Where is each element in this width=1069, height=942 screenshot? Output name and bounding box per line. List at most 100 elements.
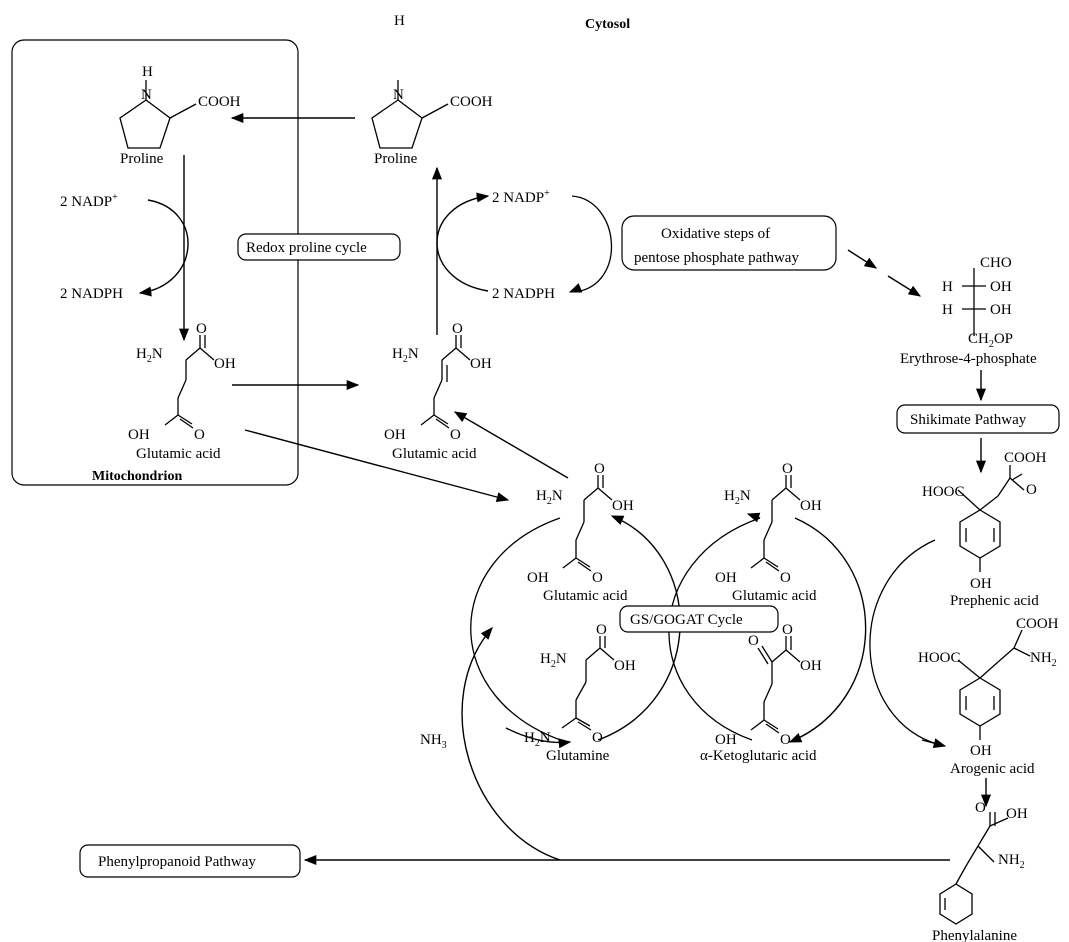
arrow-gs-to-glu-cyto [453, 411, 569, 479]
glu-mito-h2n: H2N [136, 346, 163, 365]
phenylpropanoid-label: Phenylpropanoid Pathway [98, 854, 256, 870]
shikimate-box [896, 404, 1060, 434]
cytosol-title: Cytosol [585, 17, 630, 32]
glutamine-o2: O [592, 730, 603, 746]
shikimate-label: Shikimate Pathway [910, 412, 1027, 428]
nadph-cyto: 2 NADPH [492, 286, 555, 302]
proline-cyto-structure [371, 80, 449, 149]
arrow-mito-nadp-cycle [138, 199, 189, 297]
phenylalanine-label: Phenylalanine [932, 928, 1017, 942]
prephenic-oh: OH [970, 576, 992, 592]
arrow-dash-2 [887, 275, 922, 297]
nadp-mito: 2 NADP+ [60, 192, 118, 210]
glu-gs1-o: O [594, 461, 605, 477]
phenylalanine-nh2: NH2 [998, 852, 1025, 871]
keto-structure [750, 636, 801, 734]
glutamine-o: O [596, 622, 607, 638]
glu-cyto-structure [420, 335, 471, 429]
redox-cycle-box [237, 233, 401, 261]
gs-circle-left [470, 517, 567, 743]
arrow-cyto-nadp-cycle [436, 192, 490, 292]
proline-cyto-label: Proline [374, 151, 418, 167]
keto-o-ketone: O [748, 633, 759, 649]
erythrose-h1: H [942, 279, 953, 295]
glu-gs2-oh2: OH [715, 570, 737, 586]
glu-gs2-oh: OH [800, 498, 822, 514]
erythrose-structure [962, 268, 986, 336]
gs-gogat-label: GS/GOGAT Cycle [630, 612, 743, 628]
phenylpropanoid-box [79, 844, 301, 878]
arogenic-cooh: COOH [1016, 616, 1059, 632]
proline-mito-n: N [141, 87, 152, 103]
glu-mito-oh: OH [214, 356, 236, 372]
glu-gs1-oh: OH [612, 498, 634, 514]
glu-gs1-structure [562, 475, 613, 572]
phenylalanine-structure [939, 812, 1009, 925]
arrow-gogat-to-keto [788, 517, 867, 743]
erythrose-oh1: OH [990, 279, 1012, 295]
glutamine-h2n: H2N [540, 651, 567, 670]
erythrose-ch2op: CH2OP [968, 331, 1013, 350]
arrow-gs-to-glutamine [505, 727, 572, 749]
arrow-glu-mito-to-gs [244, 429, 510, 502]
proline-mito-cooh: COOH [198, 94, 241, 110]
prephenic-structure [957, 465, 1025, 572]
glu-cyto-o2: O [450, 427, 461, 443]
phenylalanine-o: O [975, 800, 986, 816]
keto-o2: O [780, 732, 791, 748]
arrow-nh3-to-gs [461, 627, 561, 861]
arogenic-hooc: HOOC [918, 650, 961, 666]
glu-mito-o: O [196, 321, 207, 337]
arogenic-nh2: NH2 [1030, 650, 1057, 669]
erythrose-label: Erythrose-4-phosphate [900, 351, 1037, 367]
gs-gogat-box [619, 605, 779, 633]
glu-gs1-o2: O [592, 570, 603, 586]
proline-cyto-cooh: COOH [450, 94, 493, 110]
cyto-nadp-curve [571, 195, 613, 293]
glu-cyto-oh: OH [470, 356, 492, 372]
glu-mito-structure [164, 335, 215, 429]
prephenic-hooc: HOOC [922, 484, 965, 500]
glutamine-structure [561, 636, 615, 731]
prephenic-cooh: COOH [1004, 450, 1047, 466]
glu-gs2-structure [750, 475, 801, 572]
nadph-mito: 2 NADPH [60, 286, 123, 302]
glu-cyto-o: O [452, 321, 463, 337]
glu-cyto-oh2: OH [384, 427, 406, 443]
nh3-label: NH3 [420, 732, 447, 751]
phenylalanine-oh: OH [1006, 806, 1028, 822]
arrow-to-arogenic [921, 738, 947, 749]
oxidative-line1: Oxidative steps of [661, 226, 770, 242]
proline-mito-h: H [142, 64, 153, 80]
glu-gs1-h2n: H2N [536, 488, 563, 507]
glu-gs2-label: Glutamic acid [732, 588, 817, 604]
redox-cycle-label: Redox proline cycle [246, 240, 367, 256]
oxidative-line2: pentose phosphate pathway [634, 250, 799, 266]
glutamine-oh: OH [614, 658, 636, 674]
oxidative-box [621, 215, 837, 271]
glutamine-label: Glutamine [546, 748, 610, 764]
arrow-cyto-nadph [568, 283, 583, 293]
mitochondrion-box [11, 39, 299, 486]
erythrose-oh2: OH [990, 302, 1012, 318]
arogenic-label: Arogenic acid [950, 761, 1035, 777]
glu-mito-oh2: OH [128, 427, 150, 443]
erythrose-cho: CHO [980, 255, 1012, 271]
glu-gs2-h2n: H2N [724, 488, 751, 507]
prephenic-label: Prephenic acid [950, 593, 1039, 609]
arrow-dash-1 [847, 249, 878, 269]
glu-gs2-o: O [782, 461, 793, 477]
keto-o: O [782, 622, 793, 638]
glu-cyto-label: Glutamic acid [392, 446, 477, 462]
keto-oh: OH [800, 658, 822, 674]
arrow-gs-mid-head [746, 512, 761, 523]
proline-mito-structure [119, 80, 197, 149]
mitochondrion-label: Mitochondrion [92, 469, 182, 484]
arogenic-oh: OH [970, 743, 992, 759]
nadp-cyto: 2 NADP+ [492, 188, 550, 206]
glu-mito-label: Glutamic acid [136, 446, 221, 462]
glu-gs1-oh2: OH [527, 570, 549, 586]
proline-cyto-h: H [394, 13, 405, 29]
prephenic-arogenic-curve [869, 539, 941, 746]
